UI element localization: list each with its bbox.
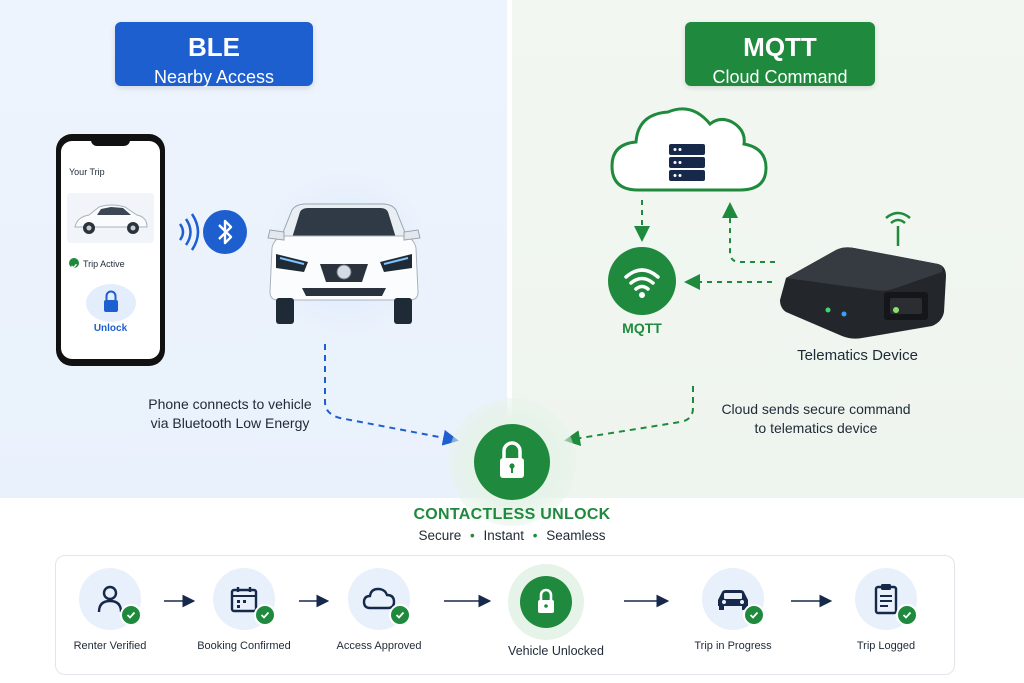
tagline-sep-2: • [532,528,538,543]
mqtt-badge-title: MQTT [743,32,817,62]
tagline-sep-1: • [469,528,475,543]
car-icon [718,590,748,610]
phone-unlock-button[interactable] [86,284,136,322]
phone-notch [91,137,130,146]
panel-divider [507,0,512,498]
check-icon [743,604,765,626]
step-label-5: Trip in Progress [694,640,772,652]
step-label-1: Renter Verified [73,640,147,652]
telematics-label: Telematics Device [797,347,918,364]
mqtt-wifi-node [608,247,676,315]
server-icon [669,144,705,181]
ble-badge-title: BLE [188,32,240,62]
phone-screen: Your Trip Trip Active Unlock [61,141,160,359]
ble-caption-line1: Phone connects to vehicle [148,396,312,412]
ble-caption: Phone connects to vehicle via Bluetooth … [80,395,380,433]
phone-lock-icon [104,290,118,312]
step-label-2: Booking Confirmed [197,640,291,652]
device-to-cloud-arrow [722,202,775,263]
ble-caption-line2: via Bluetooth Low Energy [150,415,310,431]
step-arrows [164,594,833,608]
car-front-image [267,203,421,324]
step-trip-in-progress [702,568,764,630]
tagline: Secure • Instant • Seamless [362,528,662,543]
phone-car-image [67,193,154,243]
check-icon [389,604,411,626]
signal-waves-icon [178,213,200,251]
tagline-seamless: Seamless [546,528,606,543]
ble-badge-subtitle: Nearby Access [153,67,275,87]
calendar-icon [230,587,258,613]
steps-strip [55,555,955,675]
check-icon [254,604,276,626]
central-lock-icon [500,441,524,478]
step-label-3: Access Approved [336,640,422,652]
step-access-approved [348,568,410,630]
contactless-title: CONTACTLESS UNLOCK [413,506,611,523]
phone-header: Your Trip [69,167,105,177]
telematics-device-image [780,247,946,339]
step-label-4: Vehicle Unlocked [508,644,604,658]
check-icon [896,604,918,626]
check-icon [120,604,142,626]
phone-unlock-label: Unlock [93,323,128,334]
step-trip-logged [855,568,917,630]
tagline-secure: Secure [418,528,462,543]
cloud-caption: Cloud sends secure command to telematics… [680,400,952,438]
user-icon [97,585,123,613]
trip-active-check-icon [69,258,79,269]
bluetooth-icon [203,210,247,254]
ble-badge: BLE Nearby Access [115,22,313,87]
mqtt-badge: MQTT Cloud Command [685,22,875,87]
cloud-caption-line2: to telematics device [754,420,878,436]
tagline-instant: Instant [483,528,525,543]
central-unlock-button[interactable] [474,424,550,500]
wifi-icon [624,268,660,298]
step-vehicle-unlocked [520,576,572,628]
ble-arrow [324,344,459,446]
cloud-icon [362,587,396,610]
mqtt-badge-subtitle: Cloud Command [712,67,848,87]
lock-icon [538,588,554,613]
clipboard-icon [874,584,898,615]
mqtt-node-label: MQTT [622,320,662,336]
trip-status: Trip Active [83,259,125,269]
cloud-caption-line1: Cloud sends secure command [721,401,911,417]
step-label-6: Trip Logged [856,640,916,652]
cloud-arrow [564,386,694,446]
device-signal-icon [885,211,911,246]
